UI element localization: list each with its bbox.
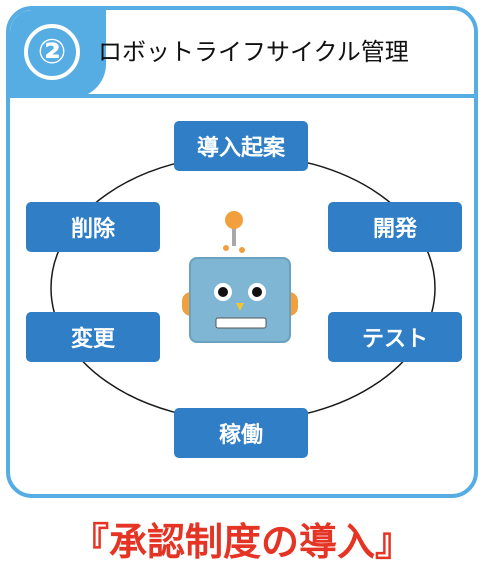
lifecycle-diagram: 導入起案 開発 テスト 稼働 変更 削除: [10, 98, 474, 494]
cycle-node-test: テスト: [328, 312, 462, 362]
card-header: ② ロボットライフサイクル管理: [10, 10, 474, 98]
robot-nose: [236, 303, 244, 311]
cycle-node-operation: 稼働: [174, 408, 308, 458]
robot-face: [190, 258, 290, 342]
step-number-badge: ②: [24, 24, 80, 80]
footer-title: 『承認制度の導入』: [70, 520, 413, 564]
card-title: ロボットライフサイクル管理: [98, 38, 409, 66]
cycle-node-development: 開発: [328, 202, 462, 252]
robot-illustration: [182, 211, 298, 343]
robot-antenna-ball: [225, 211, 243, 229]
cycle-node-proposal: 導入起案: [174, 121, 308, 171]
cycle-node-change: 変更: [26, 312, 160, 362]
cycle-graphic: [50, 154, 436, 422]
robot-mouth: [215, 317, 267, 329]
cycle-node-deletion: 削除: [26, 202, 160, 252]
lifecycle-card: ② ロボットライフサイクル管理 導入起案 開発: [6, 6, 478, 498]
